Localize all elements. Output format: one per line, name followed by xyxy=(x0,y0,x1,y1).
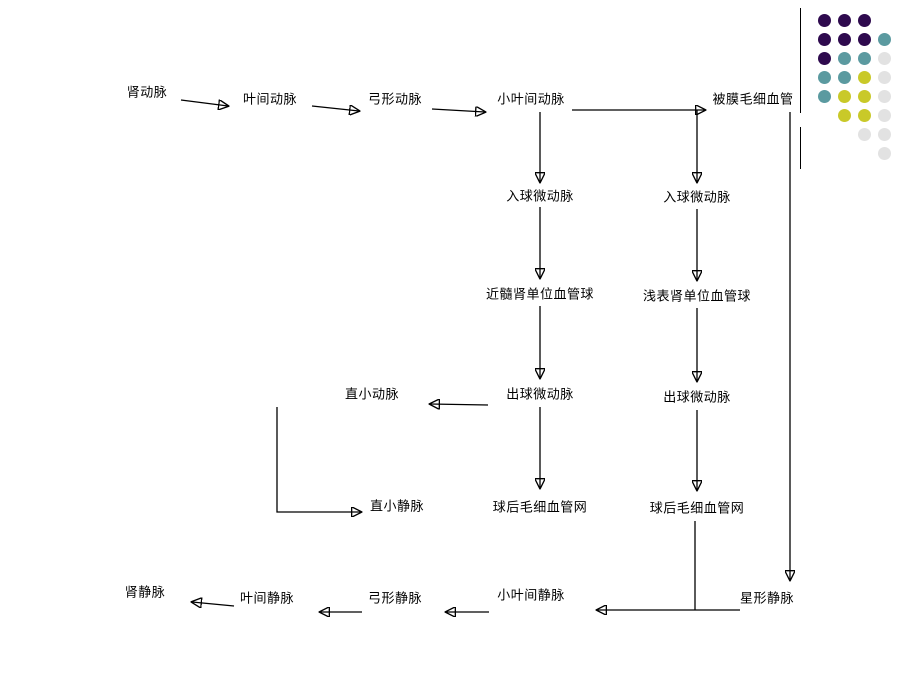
decor-dot xyxy=(878,52,891,65)
decor-dot xyxy=(818,90,831,103)
node-stellate-vein: 星形静脉 xyxy=(739,591,795,607)
decor-dot xyxy=(838,90,851,103)
node-interlobular-vein: 小叶间静脉 xyxy=(497,588,565,604)
decor-dot xyxy=(878,71,891,84)
decor-dot xyxy=(858,128,871,141)
decor-dot xyxy=(878,128,891,141)
decor-dot xyxy=(858,33,871,46)
arrow-interlobar-vein-to-renal-vein xyxy=(192,602,235,606)
decor-dot xyxy=(838,109,851,122)
decor-dot xyxy=(838,71,851,84)
corner-dots xyxy=(818,14,908,174)
node-afferent-arteriole-left: 入球微动脉 xyxy=(506,189,574,205)
decor-dot xyxy=(818,33,831,46)
decor-dot xyxy=(878,90,891,103)
decor-dot xyxy=(858,109,871,122)
decor-dot xyxy=(818,71,831,84)
decor-dot xyxy=(878,147,891,160)
arrow-efferent-left-to-vasa-recta-arteriole xyxy=(430,404,489,405)
decor-dot xyxy=(838,14,851,27)
node-juxtamedullary-glomerulus: 近髓肾单位血管球 xyxy=(485,287,595,303)
node-postglomerular-capillaries-left: 球后毛细血管网 xyxy=(492,500,588,516)
node-vasa-recta-venule: 直小静脉 xyxy=(369,499,425,515)
node-renal-artery: 肾动脉 xyxy=(126,85,168,101)
decor-dot xyxy=(858,90,871,103)
node-superficial-glomerulus: 浅表肾单位血管球 xyxy=(642,289,752,305)
decor-vertical-line-top xyxy=(800,8,801,113)
node-interlobular-artery: 小叶间动脉 xyxy=(497,92,565,108)
arrow-renal-artery-to-interlobar-artery xyxy=(180,99,228,106)
node-interlobar-artery: 叶间动脉 xyxy=(242,92,298,108)
node-renal-vein: 肾静脉 xyxy=(124,585,166,601)
node-efferent-arteriole-right: 出球微动脉 xyxy=(663,390,731,406)
arrow-interlobar-to-arcuate-artery xyxy=(311,106,359,111)
node-afferent-arteriole-right: 入球微动脉 xyxy=(663,190,731,206)
node-postglomerular-capillaries-right: 球后毛细血管网 xyxy=(649,501,745,517)
node-arcuate-vein: 弓形静脉 xyxy=(367,591,423,607)
node-interlobar-vein: 叶间静脉 xyxy=(239,591,295,607)
decor-dot xyxy=(858,14,871,27)
arrow-arcuate-to-interlobular-artery xyxy=(431,109,485,112)
decor-dot xyxy=(858,52,871,65)
arrow-vasa-recta-arteriole-to-venule xyxy=(276,407,361,512)
decor-dot xyxy=(838,52,851,65)
decor-vertical-line-bottom xyxy=(800,127,801,169)
decor-dot xyxy=(818,14,831,27)
node-efferent-arteriole-left: 出球微动脉 xyxy=(506,387,574,403)
node-arcuate-artery: 弓形动脉 xyxy=(367,92,423,108)
decor-dot xyxy=(838,33,851,46)
node-capsular-capillary: 被膜毛细血管 xyxy=(712,92,794,108)
node-vasa-recta-arteriole: 直小动脉 xyxy=(344,387,400,403)
decor-dot xyxy=(818,52,831,65)
decor-dot xyxy=(858,71,871,84)
decor-dot xyxy=(878,33,891,46)
decor-dot xyxy=(878,109,891,122)
